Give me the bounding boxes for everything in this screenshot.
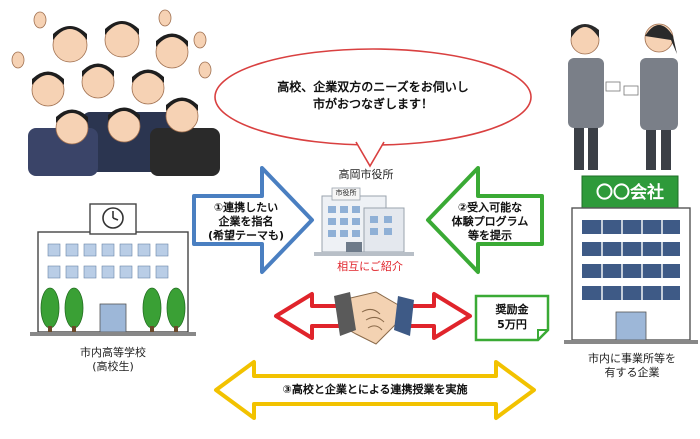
handshake-icon (334, 291, 414, 345)
school-label-2: (高校生) (92, 360, 134, 373)
green-arrow (426, 166, 544, 274)
school-label-1: 市内高等学校 (80, 346, 146, 359)
right-arrow-line-3: 等を提示 (468, 229, 512, 242)
city-office-sign: 市役所 (335, 189, 357, 197)
right-arrow-line-1: ②受入可能な (457, 201, 523, 214)
incentive-line-2: 5万円 (497, 318, 527, 331)
incentive-line-1: 奨励金 (495, 303, 529, 316)
company-building (564, 175, 698, 344)
left-arrow-line-2: 企業を指名 (218, 215, 274, 228)
yellow-double-arrow (214, 360, 536, 420)
left-arrow-line-3: (希望テーマも) (207, 229, 285, 242)
bubble-line-2: 市がおつなぎします！ (312, 97, 433, 111)
business-people-illustration (568, 23, 678, 170)
incentive-note (474, 294, 550, 342)
city-office-name: 高岡市役所 (338, 168, 394, 181)
blue-arrow (192, 166, 314, 274)
company-label-1: 市内に事業所等を (588, 352, 676, 365)
right-arrow-line-2: 体験プログラム (451, 215, 529, 228)
left-arrow-line-1: ①連携したい (213, 201, 279, 214)
school-building (30, 203, 196, 336)
students-illustration (11, 9, 220, 176)
bottom-arrow-text: ③高校と企業とによる連携授業を実施 (282, 383, 468, 396)
bubble-line-1: 高校、企業双方のニーズをお伺いし (277, 80, 469, 94)
mutual-introduction-label: 相互にご紹介 (337, 260, 403, 273)
company-label-2: 有する企業 (604, 366, 660, 379)
city-office-building (314, 187, 414, 256)
company-sign: 〇〇会社 (596, 183, 664, 203)
speech-bubble (214, 48, 532, 168)
